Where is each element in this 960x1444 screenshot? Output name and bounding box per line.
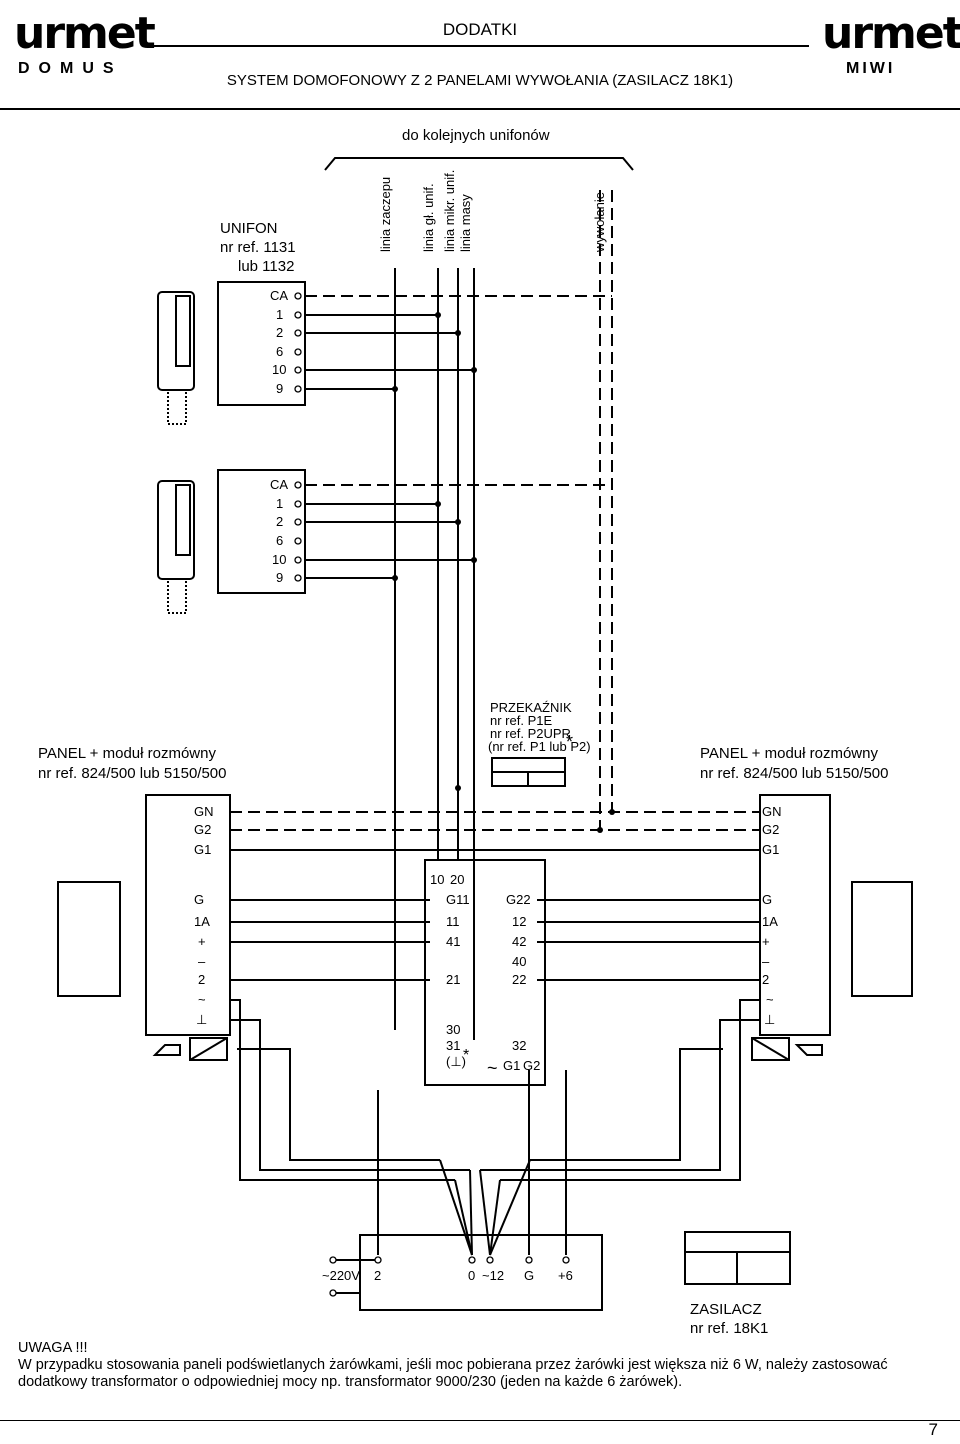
svg-text:22: 22 (512, 972, 526, 987)
svg-text:GN: GN (762, 804, 782, 819)
relay-ref1: nr ref. P1E (490, 713, 552, 728)
relay-title: PRZEKAŹNIK (490, 700, 572, 715)
logo-right-sub: MIWI (846, 60, 896, 77)
unifon-ref1: nr ref. 1131 (220, 239, 296, 256)
svg-text:6: 6 (276, 344, 283, 359)
svg-text:G11: G11 (446, 892, 470, 907)
svg-text:10: 10 (272, 552, 286, 567)
section-title: DODATKI (442, 20, 518, 39)
svg-text:G1: G1 (503, 1058, 520, 1073)
line-label-2: linia gł. unif. (421, 183, 436, 252)
svg-text:41: 41 (446, 934, 460, 949)
panel-left-terms: GN G2 G1 G 1A + – 2 ~ ⊥ (194, 804, 214, 1027)
line-label-5: wywołanie (592, 192, 607, 253)
module-terms: 10 20 G11 11 41 21 30 31 G22 12 42 40 22… (430, 872, 540, 1078)
panel-right-title: PANEL + moduł rozmówny (700, 745, 878, 762)
panel-left-ref: nr ref. 824/500 lub 5150/500 (38, 765, 226, 782)
svg-text:G2: G2 (523, 1058, 540, 1073)
unifon-title: UNIFON (220, 220, 278, 237)
svg-text:~12: ~12 (482, 1268, 504, 1283)
line-label-1: linia zaczepu (378, 177, 393, 252)
logo-right: urmet MIWI (822, 12, 960, 78)
svg-text:42: 42 (512, 934, 526, 949)
psu-input: ~220V (322, 1268, 360, 1283)
svg-text:21: 21 (446, 972, 460, 987)
svg-text:32: 32 (512, 1038, 526, 1053)
logo-left-sub: DOMUS (18, 60, 123, 77)
header-rule-top (146, 45, 809, 47)
line-label-3: linia mikr. unif. (442, 170, 457, 252)
svg-text:1A: 1A (194, 914, 210, 929)
wiring-diagram: do kolejnych unifonów linia zaczepu lini… (38, 127, 913, 1335)
svg-text:G1: G1 (194, 842, 211, 857)
svg-text:11: 11 (446, 914, 460, 929)
svg-text:~: ~ (487, 1058, 498, 1078)
panel-left-title: PANEL + moduł rozmówny (38, 745, 216, 762)
logo-left: urmet DOMUS (14, 8, 156, 78)
logo-right-main: urmet (822, 8, 960, 59)
svg-text:–: – (198, 954, 206, 969)
svg-text:(⊥): (⊥) (446, 1054, 466, 1069)
note-text: W przypadku stosowania paneli podświetla… (18, 1357, 888, 1390)
svg-text:10: 10 (272, 362, 286, 377)
svg-text:⊥: ⊥ (764, 1012, 775, 1027)
warning-note: UWAGA !!! W przypadku stosowania paneli … (18, 1340, 948, 1391)
svg-text:9: 9 (276, 381, 283, 396)
svg-text:6: 6 (276, 533, 283, 548)
svg-text:2: 2 (762, 972, 769, 987)
relay-ref3: (nr ref. P1 lub P2) (488, 739, 591, 754)
svg-text:+: + (198, 934, 206, 949)
unifon1-terms: CA 1 2 6 10 9 (270, 288, 288, 396)
svg-text:2: 2 (198, 972, 205, 987)
svg-text:30: 30 (446, 1022, 460, 1037)
panel-right-ref: nr ref. 824/500 lub 5150/500 (700, 765, 888, 782)
svg-text:GN: GN (194, 804, 214, 819)
svg-text:1: 1 (276, 307, 283, 322)
panel-right-terms: GN G2 G1 G 1A + – 2 ~ ⊥ (762, 804, 782, 1027)
svg-text:0: 0 (468, 1268, 475, 1283)
header-rule-bottom (0, 108, 960, 110)
page-title: SYSTEM DOMOFONOWY Z 2 PANELAMI WYWOŁANIA… (226, 72, 734, 89)
footer-rule (0, 1420, 960, 1421)
logo-left-main: urmet (14, 8, 156, 59)
svg-text:40: 40 (512, 954, 526, 969)
svg-text:G1: G1 (762, 842, 779, 857)
svg-text:31: 31 (446, 1038, 460, 1053)
svg-text:9: 9 (276, 570, 283, 585)
unifon2-terms: CA 1 2 6 10 9 (270, 477, 288, 585)
svg-text:G22: G22 (506, 892, 531, 907)
psu-ref: nr ref. 18K1 (690, 1320, 768, 1335)
svg-text:1: 1 (276, 496, 283, 511)
svg-text:20: 20 (450, 872, 464, 887)
svg-text:G2: G2 (194, 822, 211, 837)
svg-text:2: 2 (276, 514, 283, 529)
svg-text:G: G (194, 892, 204, 907)
svg-text:~: ~ (766, 992, 774, 1007)
svg-text:1A: 1A (762, 914, 778, 929)
svg-text:G2: G2 (762, 822, 779, 837)
svg-text:*: * (463, 1047, 469, 1064)
svg-text:CA: CA (270, 477, 288, 492)
relay-ref2: nr ref. P2UPR (490, 726, 571, 741)
top-label: do kolejnych unifonów (402, 127, 550, 144)
svg-text:⊥: ⊥ (196, 1012, 207, 1027)
svg-text:G: G (524, 1268, 534, 1283)
svg-text:~: ~ (198, 992, 206, 1007)
svg-text:+6: +6 (558, 1268, 573, 1283)
svg-text:2: 2 (276, 325, 283, 340)
svg-text:2: 2 (374, 1268, 381, 1283)
unifon-ref2: lub 1132 (238, 258, 294, 275)
svg-text:G: G (762, 892, 772, 907)
note-heading: UWAGA !!! (18, 1340, 88, 1356)
svg-text:–: – (762, 954, 770, 969)
svg-text:10: 10 (430, 872, 444, 887)
svg-text:+: + (762, 934, 770, 949)
svg-text:CA: CA (270, 288, 288, 303)
relay-star: * (566, 732, 573, 752)
page-number: 7 (928, 1420, 938, 1439)
psu-title: ZASILACZ (690, 1301, 762, 1318)
svg-text:12: 12 (512, 914, 526, 929)
psu-terms: 2 0 ~12 G +6 (374, 1268, 573, 1283)
line-label-4: linia masy (458, 194, 473, 252)
